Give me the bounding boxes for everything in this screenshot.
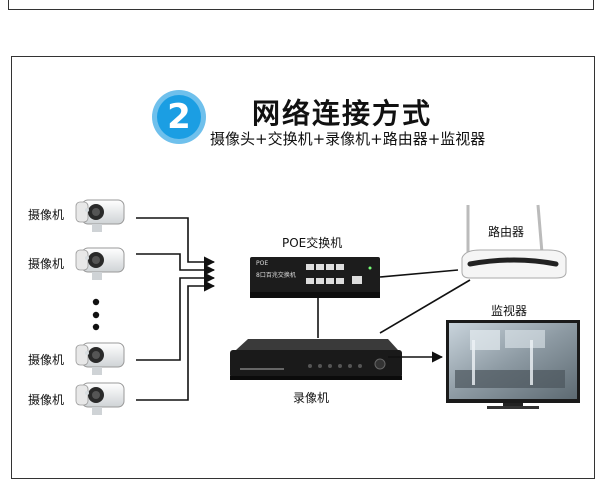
page-title: 网络连接方式	[252, 97, 433, 130]
nvr-label: 录像机	[293, 391, 330, 405]
monitor-label: 监视器	[491, 304, 528, 318]
page-subtitle: 摄像头+交换机+录像机+路由器+监视器	[210, 130, 486, 148]
camera-label-4: 摄像机	[28, 393, 65, 407]
camera-4	[75, 382, 125, 415]
more-cameras-dots	[92, 298, 100, 331]
switch-brand-text: POE	[256, 260, 269, 267]
top-frame	[8, 0, 594, 10]
router-device	[461, 204, 567, 279]
poe-switch-device	[250, 257, 380, 298]
camera-2	[75, 247, 125, 280]
monitor-device	[446, 320, 580, 409]
camera-3	[75, 342, 125, 375]
camera-label-3: 摄像机	[28, 353, 65, 367]
nvr-device	[230, 339, 402, 380]
switch-label: POE交换机	[282, 236, 343, 250]
switch-device-text: 8口百兆交换机	[256, 272, 296, 279]
device-lines	[317, 269, 471, 363]
router-label: 路由器	[488, 225, 525, 239]
camera-1	[75, 199, 125, 232]
camera-label-1: 摄像机	[28, 208, 65, 222]
camera-label-2: 摄像机	[28, 257, 65, 271]
step-number: 2	[157, 95, 201, 139]
step-badge: 2	[152, 90, 206, 144]
camera-switch-lines	[136, 217, 216, 401]
main-frame	[11, 56, 595, 479]
